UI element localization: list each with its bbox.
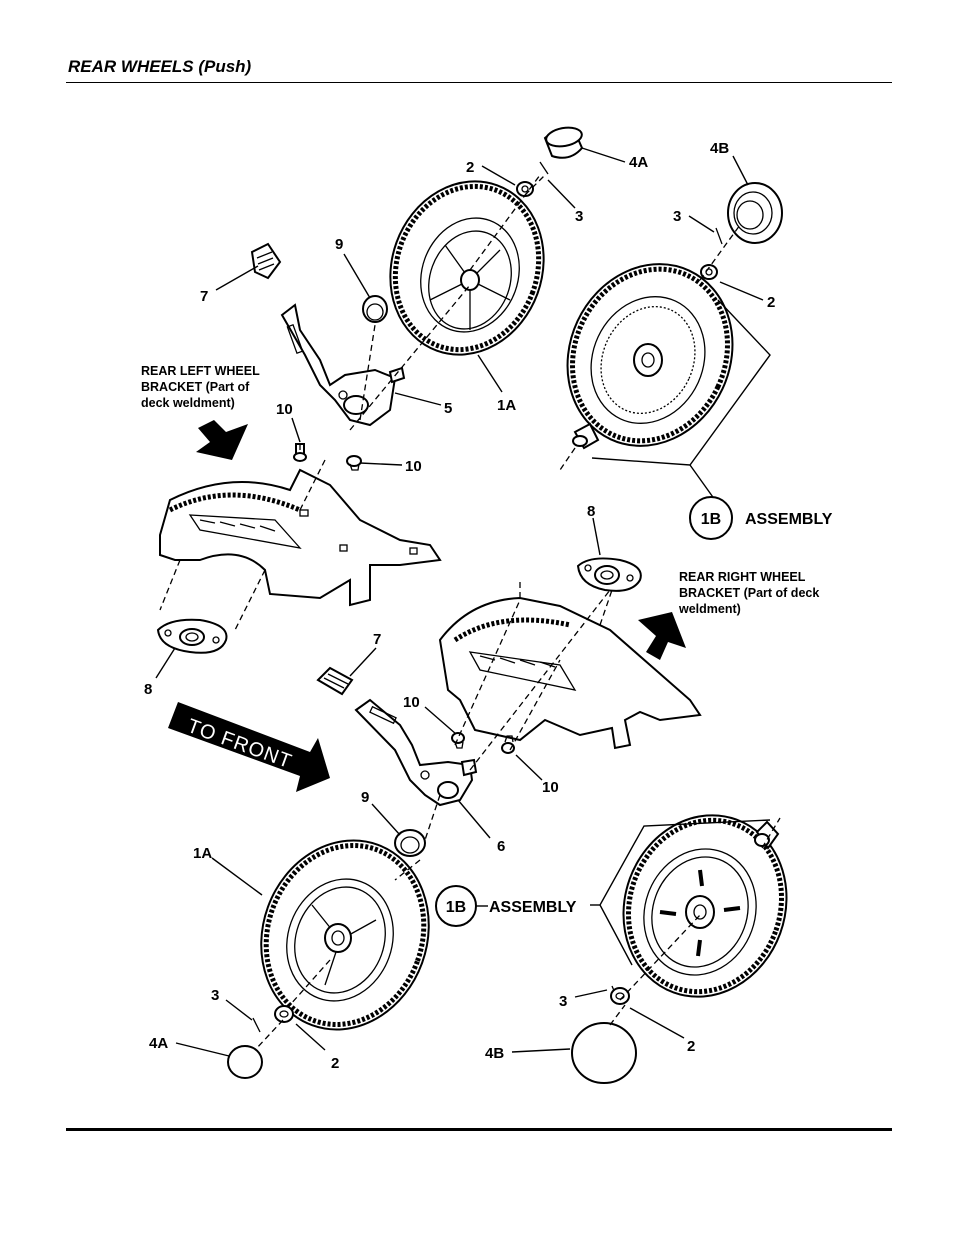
note-right-bracket: REAR RIGHT WHEEL BRACKET (Part of deck w… bbox=[678, 570, 819, 616]
callout-7: 7 bbox=[373, 631, 381, 648]
spacer-7-lower bbox=[316, 666, 354, 696]
flange-bearing-8-right bbox=[576, 557, 642, 592]
callout-3: 3 bbox=[211, 987, 219, 1004]
bushing-9-lower bbox=[394, 829, 426, 857]
assembly-badge: 1B bbox=[446, 899, 466, 916]
hub-cap-4b-lower bbox=[571, 1022, 637, 1084]
callout-10: 10 bbox=[542, 779, 559, 796]
assembly-label: ASSEMBLY bbox=[745, 511, 833, 528]
cotter-pin-3-lower bbox=[252, 1017, 261, 1033]
bushing-9-upper bbox=[362, 295, 388, 323]
washer-2-upper bbox=[516, 181, 534, 197]
callout-1a: 1A bbox=[497, 397, 516, 414]
wheel-1a-lower bbox=[260, 839, 430, 1031]
hub-cap-4a-upper bbox=[543, 126, 584, 159]
rear-right-wheel-bracket bbox=[438, 580, 702, 750]
arrow-left-bracket bbox=[196, 420, 248, 460]
callout-2: 2 bbox=[331, 1055, 339, 1072]
pivot-arm-6 bbox=[354, 698, 478, 807]
wheel-1a-upper bbox=[389, 180, 545, 356]
washer-2-lower-right bbox=[610, 987, 630, 1005]
callout-2: 2 bbox=[767, 294, 775, 311]
rear-left-wheel-bracket bbox=[159, 468, 442, 631]
callout-5: 5 bbox=[444, 400, 452, 417]
callout-10: 10 bbox=[276, 401, 293, 418]
hub-cap-4b-upper bbox=[727, 182, 783, 244]
svg-text:REAR LEFT WHEEL: REAR LEFT WHEEL bbox=[141, 364, 260, 378]
callout-10: 10 bbox=[405, 458, 422, 475]
assembly-1b-lower: 1B ASSEMBLY bbox=[435, 885, 577, 927]
svg-text:REAR RIGHT WHEEL: REAR RIGHT WHEEL bbox=[679, 570, 806, 584]
callout-9: 9 bbox=[361, 789, 369, 806]
hub-cap-4a-lower bbox=[227, 1045, 263, 1079]
axle-spacer-lower bbox=[754, 820, 780, 850]
svg-text:BRACKET (Part of: BRACKET (Part of bbox=[141, 380, 250, 394]
callout-10: 10 bbox=[403, 694, 420, 711]
assembly-1b-upper: 1B ASSEMBLY bbox=[689, 496, 833, 540]
pivot-arm-5 bbox=[280, 303, 406, 427]
callout-6: 6 bbox=[497, 838, 505, 855]
svg-text:BRACKET (Part of deck: BRACKET (Part of deck bbox=[679, 586, 819, 600]
callout-4a: 4A bbox=[629, 154, 648, 171]
callout-8: 8 bbox=[587, 503, 595, 520]
footer-rule bbox=[66, 1128, 892, 1131]
assembly-label: ASSEMBLY bbox=[489, 899, 577, 916]
svg-text:weldment): weldment) bbox=[678, 602, 741, 616]
wheel-1b-lower bbox=[622, 814, 788, 998]
callout-2: 2 bbox=[466, 159, 474, 176]
bolt-10-upper-b bbox=[346, 455, 362, 471]
cotter-pin-3-upper bbox=[539, 161, 549, 175]
washer-2-lower bbox=[274, 1005, 294, 1023]
note-left-bracket: REAR LEFT WHEEL BRACKET (Part of deck we… bbox=[141, 364, 260, 410]
callout-4a: 4A bbox=[149, 1035, 168, 1052]
callout-3: 3 bbox=[673, 208, 681, 225]
callout-3: 3 bbox=[559, 993, 567, 1010]
bolt-10-lower-a bbox=[451, 732, 465, 749]
arrow-right-bracket bbox=[638, 612, 686, 660]
cotter-pin-3-upper-right bbox=[715, 227, 723, 245]
bolt-10-lower-b bbox=[501, 735, 515, 754]
callout-8: 8 bbox=[144, 681, 152, 698]
callout-7: 7 bbox=[200, 288, 208, 305]
spacer-7-upper bbox=[250, 242, 282, 280]
washer-2-upper-right bbox=[700, 264, 718, 280]
callout-9: 9 bbox=[335, 236, 343, 253]
svg-text:deck weldment): deck weldment) bbox=[141, 396, 235, 410]
callout-1a: 1A bbox=[193, 845, 212, 862]
wheel-1b-upper bbox=[566, 263, 734, 447]
callout-3: 3 bbox=[575, 208, 583, 225]
axle-spacer-upper bbox=[572, 422, 600, 450]
to-front-arrow: TO FRONT bbox=[168, 702, 330, 792]
assembly-badge: 1B bbox=[701, 511, 721, 528]
callout-2: 2 bbox=[687, 1038, 695, 1055]
header-rule bbox=[66, 82, 892, 83]
flange-bearing-8-left bbox=[156, 618, 228, 654]
callout-4b: 4B bbox=[710, 140, 729, 157]
callout-4b: 4B bbox=[485, 1045, 504, 1062]
page-title: REAR WHEELS (Push) bbox=[68, 57, 252, 76]
